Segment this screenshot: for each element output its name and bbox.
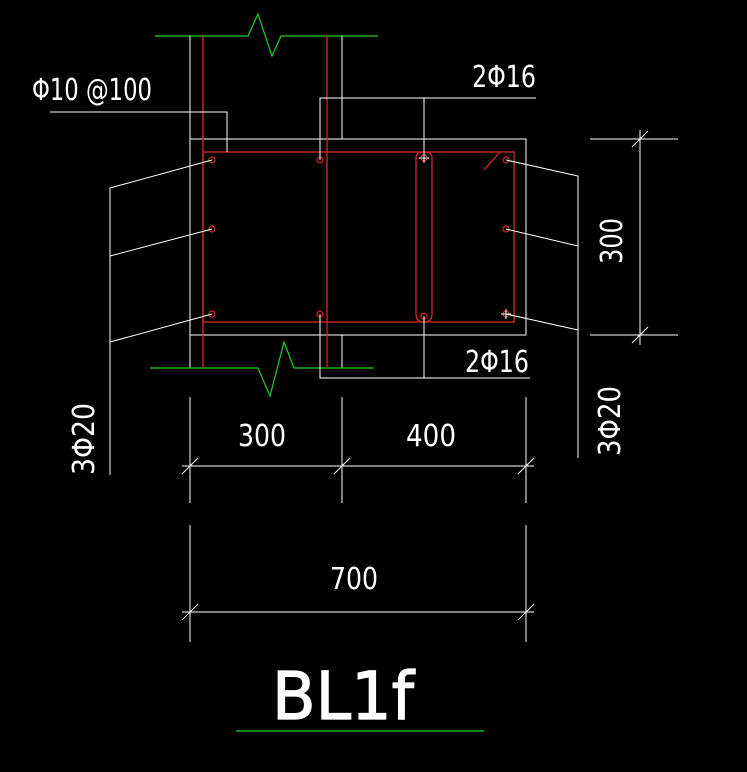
rebar-dot bbox=[208, 225, 216, 233]
dimension-lines bbox=[181, 130, 678, 642]
bottom-bars-label: 2Φ16 bbox=[465, 345, 529, 380]
left-width-dimension-label: 300 bbox=[238, 419, 286, 454]
column-outline bbox=[189, 35, 343, 368]
top-bars-label: 2Φ16 bbox=[472, 60, 536, 95]
stirrup-label: Φ10 @100 bbox=[32, 73, 152, 108]
rebar-dots bbox=[208, 154, 510, 320]
rebar-group bbox=[202, 35, 515, 368]
height-dimension-label: 300 bbox=[595, 218, 630, 264]
beam-section-outline bbox=[189, 138, 527, 336]
section-title: BL1f bbox=[272, 658, 416, 735]
left-bars-label: 3Φ20 bbox=[67, 403, 102, 475]
rebar-dot bbox=[502, 156, 510, 164]
right-bars-label: 3Φ20 bbox=[593, 386, 628, 456]
break-line-top bbox=[155, 12, 378, 58]
rebar-dot bbox=[208, 310, 216, 318]
total-width-dimension-label: 700 bbox=[330, 562, 378, 597]
rebar-dot bbox=[208, 156, 216, 164]
outer-stirrup bbox=[202, 151, 515, 323]
break-line-bottom bbox=[150, 340, 374, 398]
stirrup-hook bbox=[483, 151, 501, 171]
leader-lines bbox=[50, 97, 579, 475]
rebar-dot bbox=[502, 225, 510, 233]
inner-stirrup bbox=[415, 151, 433, 323]
right-width-dimension-label: 400 bbox=[406, 419, 456, 454]
crosshair-marks bbox=[419, 153, 511, 319]
